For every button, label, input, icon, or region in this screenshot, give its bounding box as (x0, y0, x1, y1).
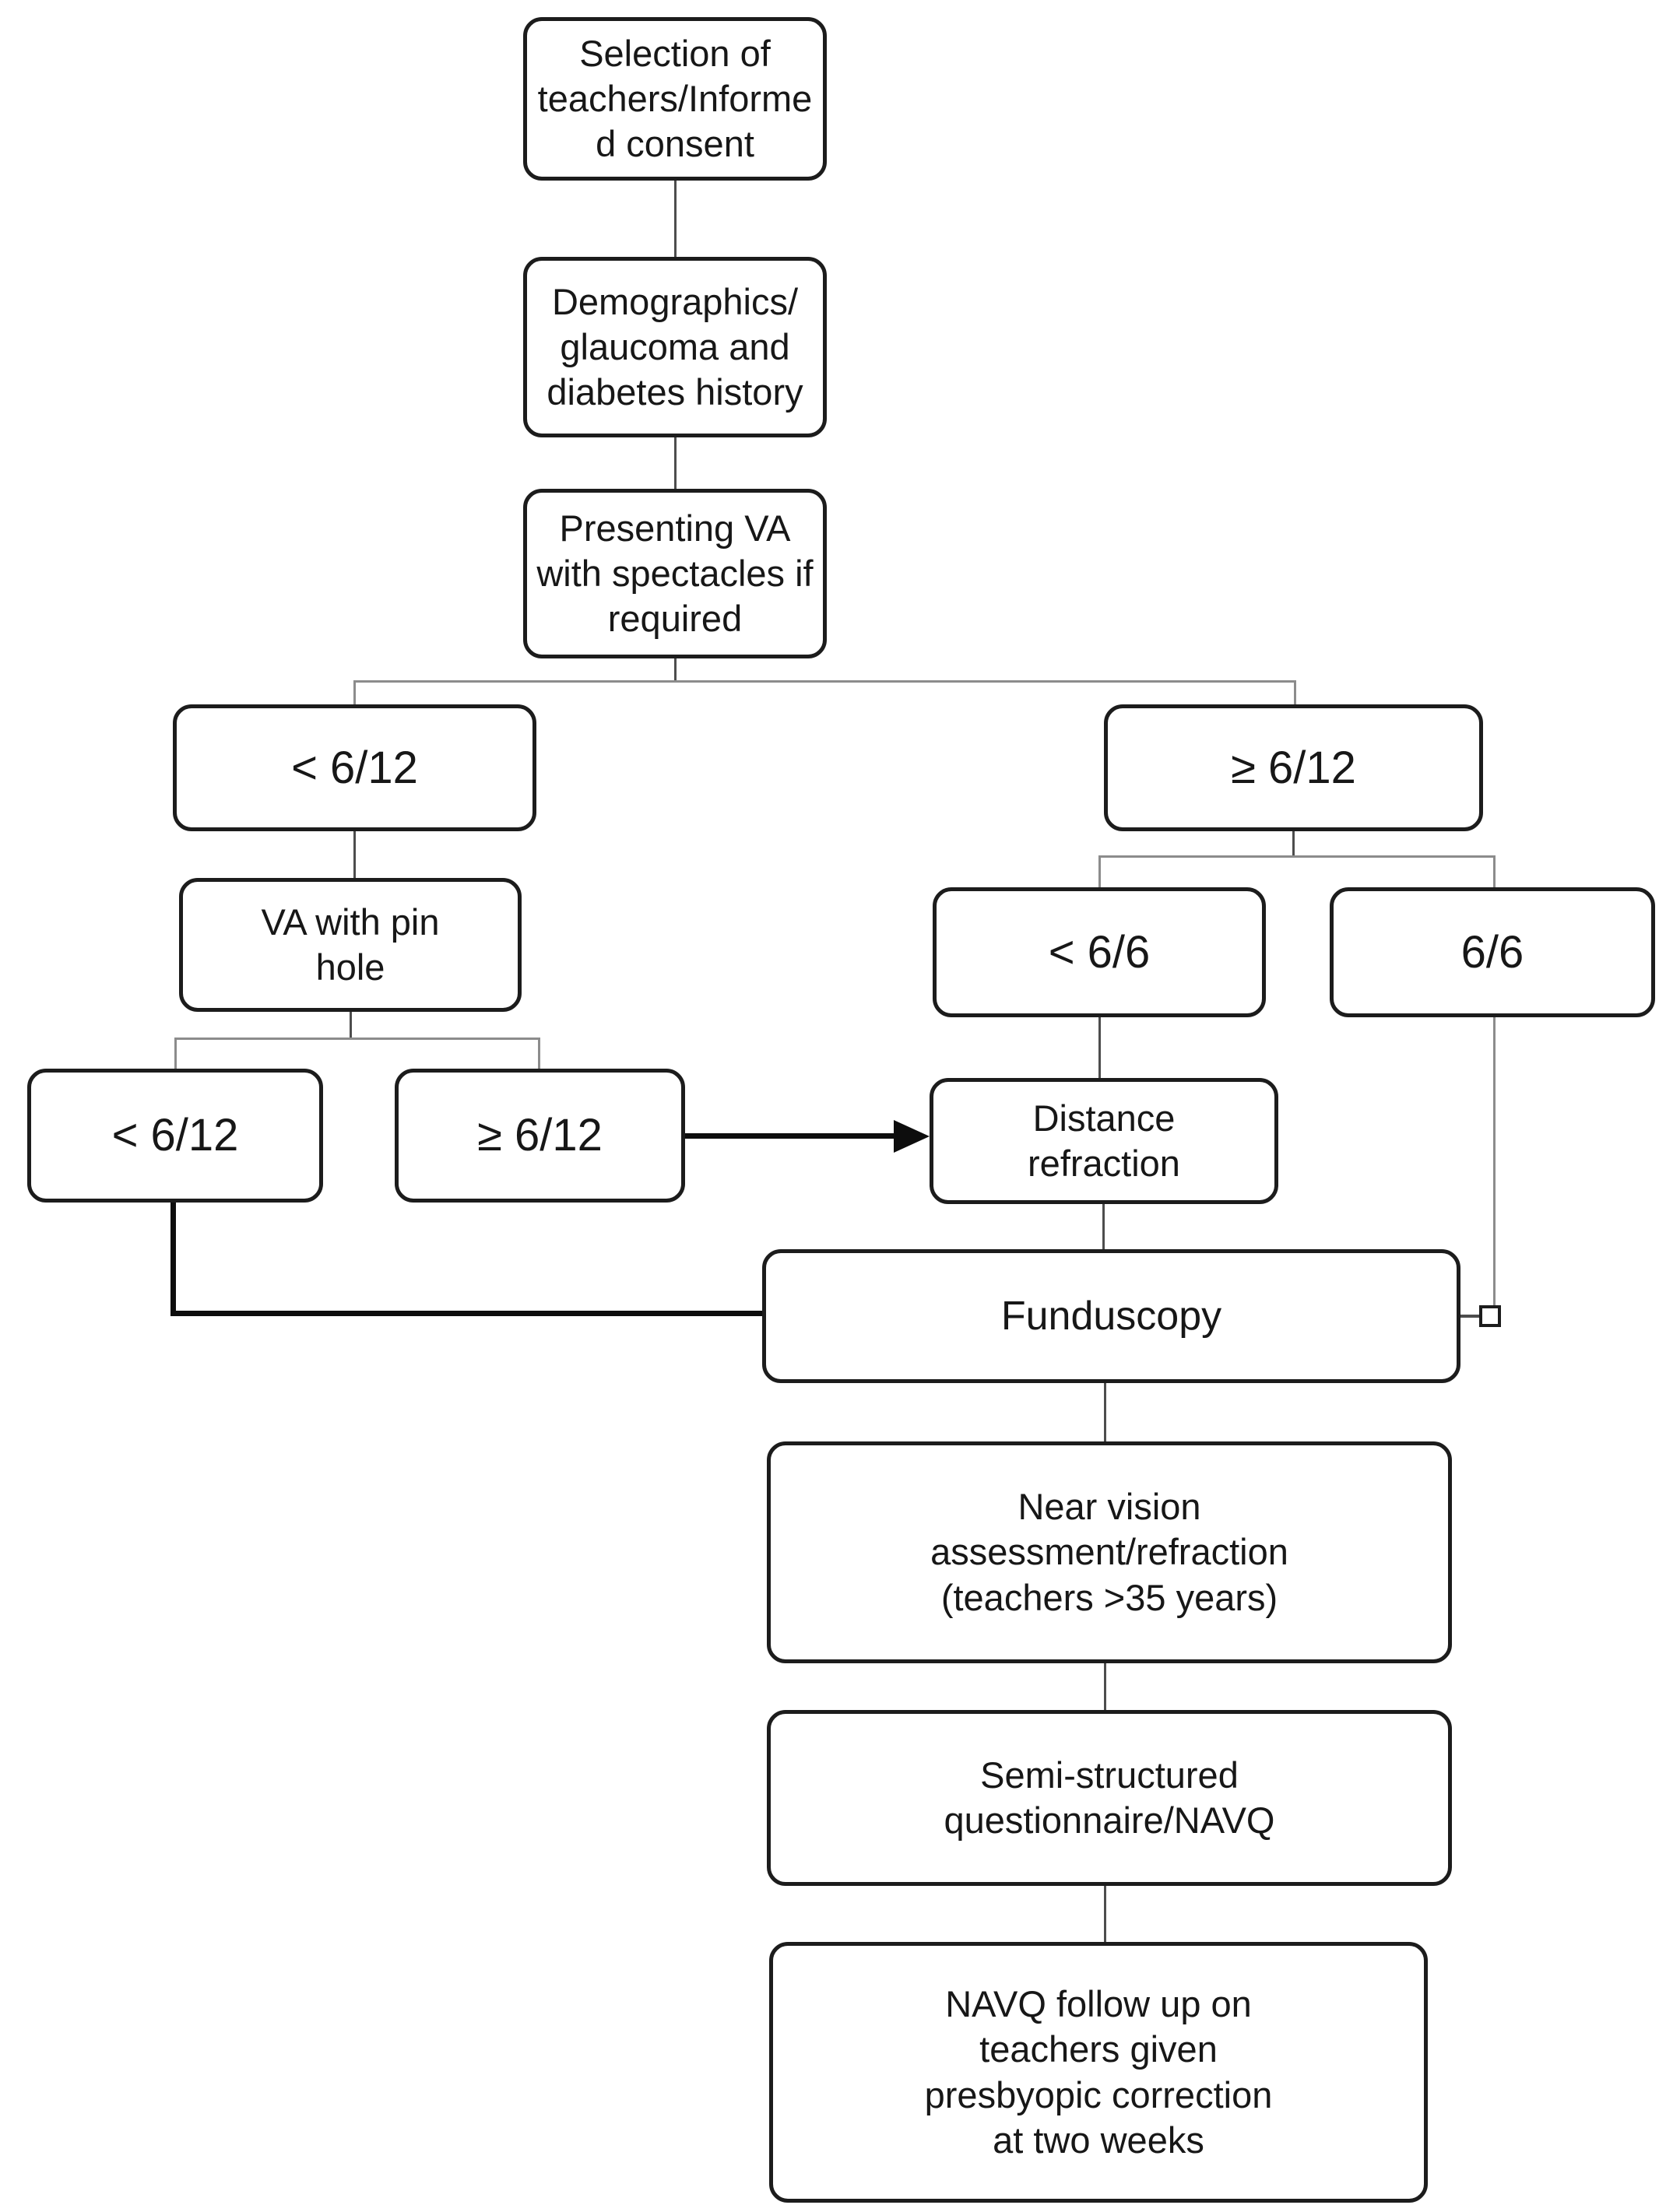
node-va-ge-6-12: ≥ 6/12 (1104, 704, 1483, 831)
split-pinhole-hline (174, 1038, 540, 1040)
elbow-pinhole-lt612-vline (170, 1203, 176, 1316)
elbow-pinhole-lt612-hline (170, 1311, 762, 1316)
node-presenting-va-label: Presenting VA with spectacles if require… (536, 507, 814, 640)
node-demographics-history: Demographics/ glaucoma and diabetes hist… (523, 257, 827, 437)
node-pinhole-ge-6-12: ≥ 6/12 (395, 1069, 685, 1203)
connector-questionnaire-navq (1104, 1886, 1106, 1942)
split-ge612-hline (1099, 855, 1495, 858)
node-pinhole-lt-6-12: < 6/12 (27, 1069, 323, 1203)
node-near-vision-assessment-label: Near vision assessment/refraction (teach… (930, 1486, 1288, 1618)
node-navq-followup: NAVQ follow up on teachers given presbyo… (769, 1942, 1428, 2203)
node-va-ge-6-12-label: ≥ 6/12 (1231, 742, 1356, 793)
node-selection-consent: Selection of teachers/Informe d consent (523, 17, 827, 181)
connector-selection-demographics (674, 181, 677, 257)
node-va-lt-6-12-label: < 6/12 (291, 742, 418, 793)
node-questionnaire-navq-label: Semi-structured questionnaire/NAVQ (944, 1754, 1275, 1841)
node-demographics-history-label: Demographics/ glaucoma and diabetes hist… (547, 280, 803, 413)
node-va-6-6-label: 6/6 (1460, 926, 1524, 978)
connector-funduscopy-nearvision (1104, 1383, 1106, 1441)
connector-66-down (1493, 1017, 1496, 1316)
node-distance-refraction-label: Distance refraction (1028, 1097, 1180, 1184)
node-pinhole-lt-6-12-label: < 6/12 (111, 1110, 239, 1161)
node-funduscopy-label: Funduscopy (1000, 1293, 1222, 1339)
split-presenting-hline (354, 680, 1296, 683)
connector-lt612-pinhole (353, 831, 356, 878)
node-presenting-va: Presenting VA with spectacles if require… (523, 489, 827, 658)
connector-pinhole-split (350, 1012, 352, 1039)
split-pinhole-stub-left (174, 1038, 177, 1069)
node-va-pinhole-label: VA with pin hole (261, 901, 440, 988)
node-va-lt-6-12: < 6/12 (173, 704, 536, 831)
arrow-head-icon (894, 1120, 930, 1153)
split-presenting-stub-right (1294, 680, 1296, 704)
connector-funduscopy-stub-right (1460, 1315, 1482, 1318)
node-pinhole-ge-6-12-label: ≥ 6/12 (477, 1110, 603, 1161)
node-near-vision-assessment: Near vision assessment/refraction (teach… (767, 1441, 1452, 1663)
node-va-pinhole: VA with pin hole (179, 878, 522, 1012)
node-funduscopy: Funduscopy (762, 1249, 1460, 1383)
arrow-line-ge612-distance (685, 1133, 897, 1139)
split-pinhole-stub-right (538, 1038, 540, 1069)
split-ge612-stub-right (1493, 855, 1496, 887)
node-va-lt-6-6: < 6/6 (933, 887, 1266, 1017)
connector-distance-funduscopy (1102, 1204, 1105, 1249)
square-connector-node (1479, 1305, 1501, 1327)
node-selection-consent-label: Selection of teachers/Informe d consent (537, 32, 813, 165)
node-navq-followup-label: NAVQ follow up on teachers given presbyo… (924, 1982, 1273, 2161)
connector-nearvision-questionnaire (1104, 1663, 1106, 1710)
split-presenting-stub-left (353, 680, 356, 704)
connector-ge612-split (1292, 831, 1295, 857)
connector-demographics-presenting (674, 437, 677, 489)
node-questionnaire-navq: Semi-structured questionnaire/NAVQ (767, 1710, 1452, 1886)
split-ge612-stub-left (1098, 855, 1101, 887)
node-va-6-6: 6/6 (1330, 887, 1655, 1017)
node-distance-refraction: Distance refraction (930, 1078, 1278, 1204)
node-va-lt-6-6-label: < 6/6 (1048, 926, 1151, 978)
connector-lt66-distance (1098, 1017, 1101, 1078)
connector-presenting-split (674, 658, 677, 683)
